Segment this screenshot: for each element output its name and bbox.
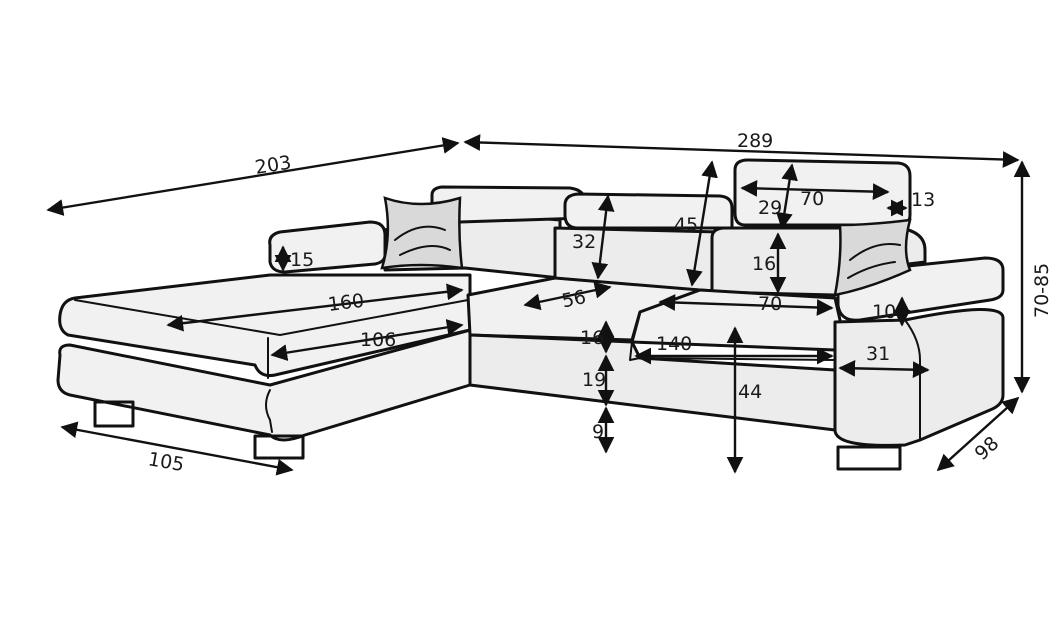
left-armrest [268, 220, 387, 274]
label-seat-depth-left: 56 [560, 286, 588, 313]
label-base-height: 19 [582, 369, 606, 391]
label-headrest-height: 29 [758, 197, 782, 219]
label-backrest-lower: 16 [752, 253, 776, 275]
sofa-drawing [56, 158, 1005, 471]
label-chaise-width: 105 [146, 448, 186, 476]
right-pillow [833, 218, 912, 297]
label-overall-height: 70-85 [1031, 263, 1053, 318]
label-headrest-gap: 45 [674, 214, 698, 236]
dimension-labels: 203 289 70-85 98 105 15 160 106 32 45 70… [146, 130, 1053, 476]
label-armrest-right-height: 10 [872, 301, 896, 323]
label-seat-depth-right: 70 [758, 293, 782, 315]
dimension-arrows [46, 134, 1031, 476]
left-pillow [380, 196, 464, 270]
label-left-depth: 203 [254, 152, 293, 179]
label-armrest-left-height: 15 [290, 249, 314, 271]
label-bed-length: 106 [360, 329, 396, 351]
leg-right-front [836, 445, 902, 471]
label-seat-height: 44 [738, 381, 762, 403]
label-total-width: 289 [737, 130, 773, 152]
label-seat-cushion: 16 [580, 327, 604, 349]
label-backrest-height: 32 [572, 231, 596, 253]
label-headrest-width: 70 [800, 188, 824, 210]
label-chaise-length: 160 [327, 290, 366, 316]
label-bed-width: 140 [656, 333, 692, 355]
label-leg-height: 9 [592, 421, 604, 443]
label-armrest-width: 31 [866, 343, 890, 365]
label-headrest-thickness: 13 [911, 189, 935, 211]
